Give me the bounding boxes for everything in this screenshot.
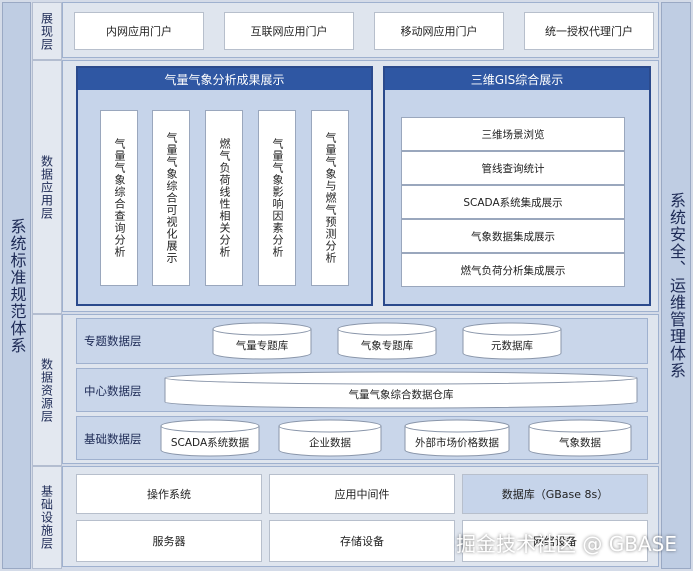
infra-box: 操作系统 (76, 474, 262, 514)
analysis-item: 燃气负荷线性相关分析 (205, 110, 243, 286)
database-cylinder: 元数据库 (462, 322, 562, 360)
presentation-layer-label: 展现层 (32, 2, 62, 60)
database-cylinder: 气象专题库 (337, 322, 437, 360)
portal-box: 统一授权代理门户 (524, 12, 654, 50)
analysis-item: 气量气象与燃气预测分析 (311, 110, 349, 286)
database-cylinder: 企业数据 (278, 419, 382, 457)
database-cylinder: 外部市场价格数据 (404, 419, 510, 457)
portal-box: 移动网应用门户 (374, 12, 504, 50)
infra-box: 服务器 (76, 520, 262, 562)
infra-box: 存储设备 (269, 520, 455, 562)
watermark: 掘金技术社区 @ GBASE (456, 532, 677, 556)
analysis-results-title: 气量气象分析成果展示 (78, 68, 371, 90)
analysis-item: 气量气象影响因素分析 (258, 110, 296, 286)
data-resource-layer-label: 数据资源层 (32, 314, 62, 466)
center-data-label: 中心数据层 (84, 384, 142, 398)
infra-box: 网络设备 (462, 520, 648, 562)
analysis-item: 气量气象综合查询分析 (100, 110, 138, 286)
standard-spec-system-label: 系统标准规范体系 (7, 217, 27, 354)
gis-item: SCADA系统集成展示 (401, 185, 625, 219)
data-app-layer-label: 数据应用层 (32, 60, 62, 314)
gis-item: 燃气负荷分析集成展示 (401, 253, 625, 287)
database-cylinder: SCADA系统数据 (160, 419, 260, 457)
portal-box: 互联网应用门户 (224, 12, 354, 50)
database-cylinder: 气量专题库 (212, 322, 312, 360)
portal-box: 内网应用门户 (74, 12, 204, 50)
standard-spec-system-bar: 系统标准规范体系 (2, 2, 31, 569)
security-ops-system-bar: 系统安全、运维管理体系 (661, 2, 691, 569)
analysis-item: 气量气象综合可视化展示 (152, 110, 190, 286)
base-data-label: 基础数据层 (84, 432, 142, 446)
gis-item: 气象数据集成展示 (401, 219, 625, 253)
gis-3d-title: 三维GIS综合展示 (385, 68, 649, 90)
data-warehouse-cylinder: 气量气象综合数据仓库 (164, 371, 638, 409)
database-cylinder: 气象数据 (528, 419, 632, 457)
topic-data-label: 专题数据层 (84, 334, 142, 348)
infra-box-highlight: 数据库（GBase 8s） (462, 474, 648, 514)
gis-item: 三维场景浏览 (401, 117, 625, 151)
gis-item: 管线查询统计 (401, 151, 625, 185)
infra-layer-label: 基础设施层 (32, 466, 62, 569)
infra-box: 应用中间件 (269, 474, 455, 514)
security-ops-system-label: 系统安全、运维管理体系 (667, 192, 686, 379)
